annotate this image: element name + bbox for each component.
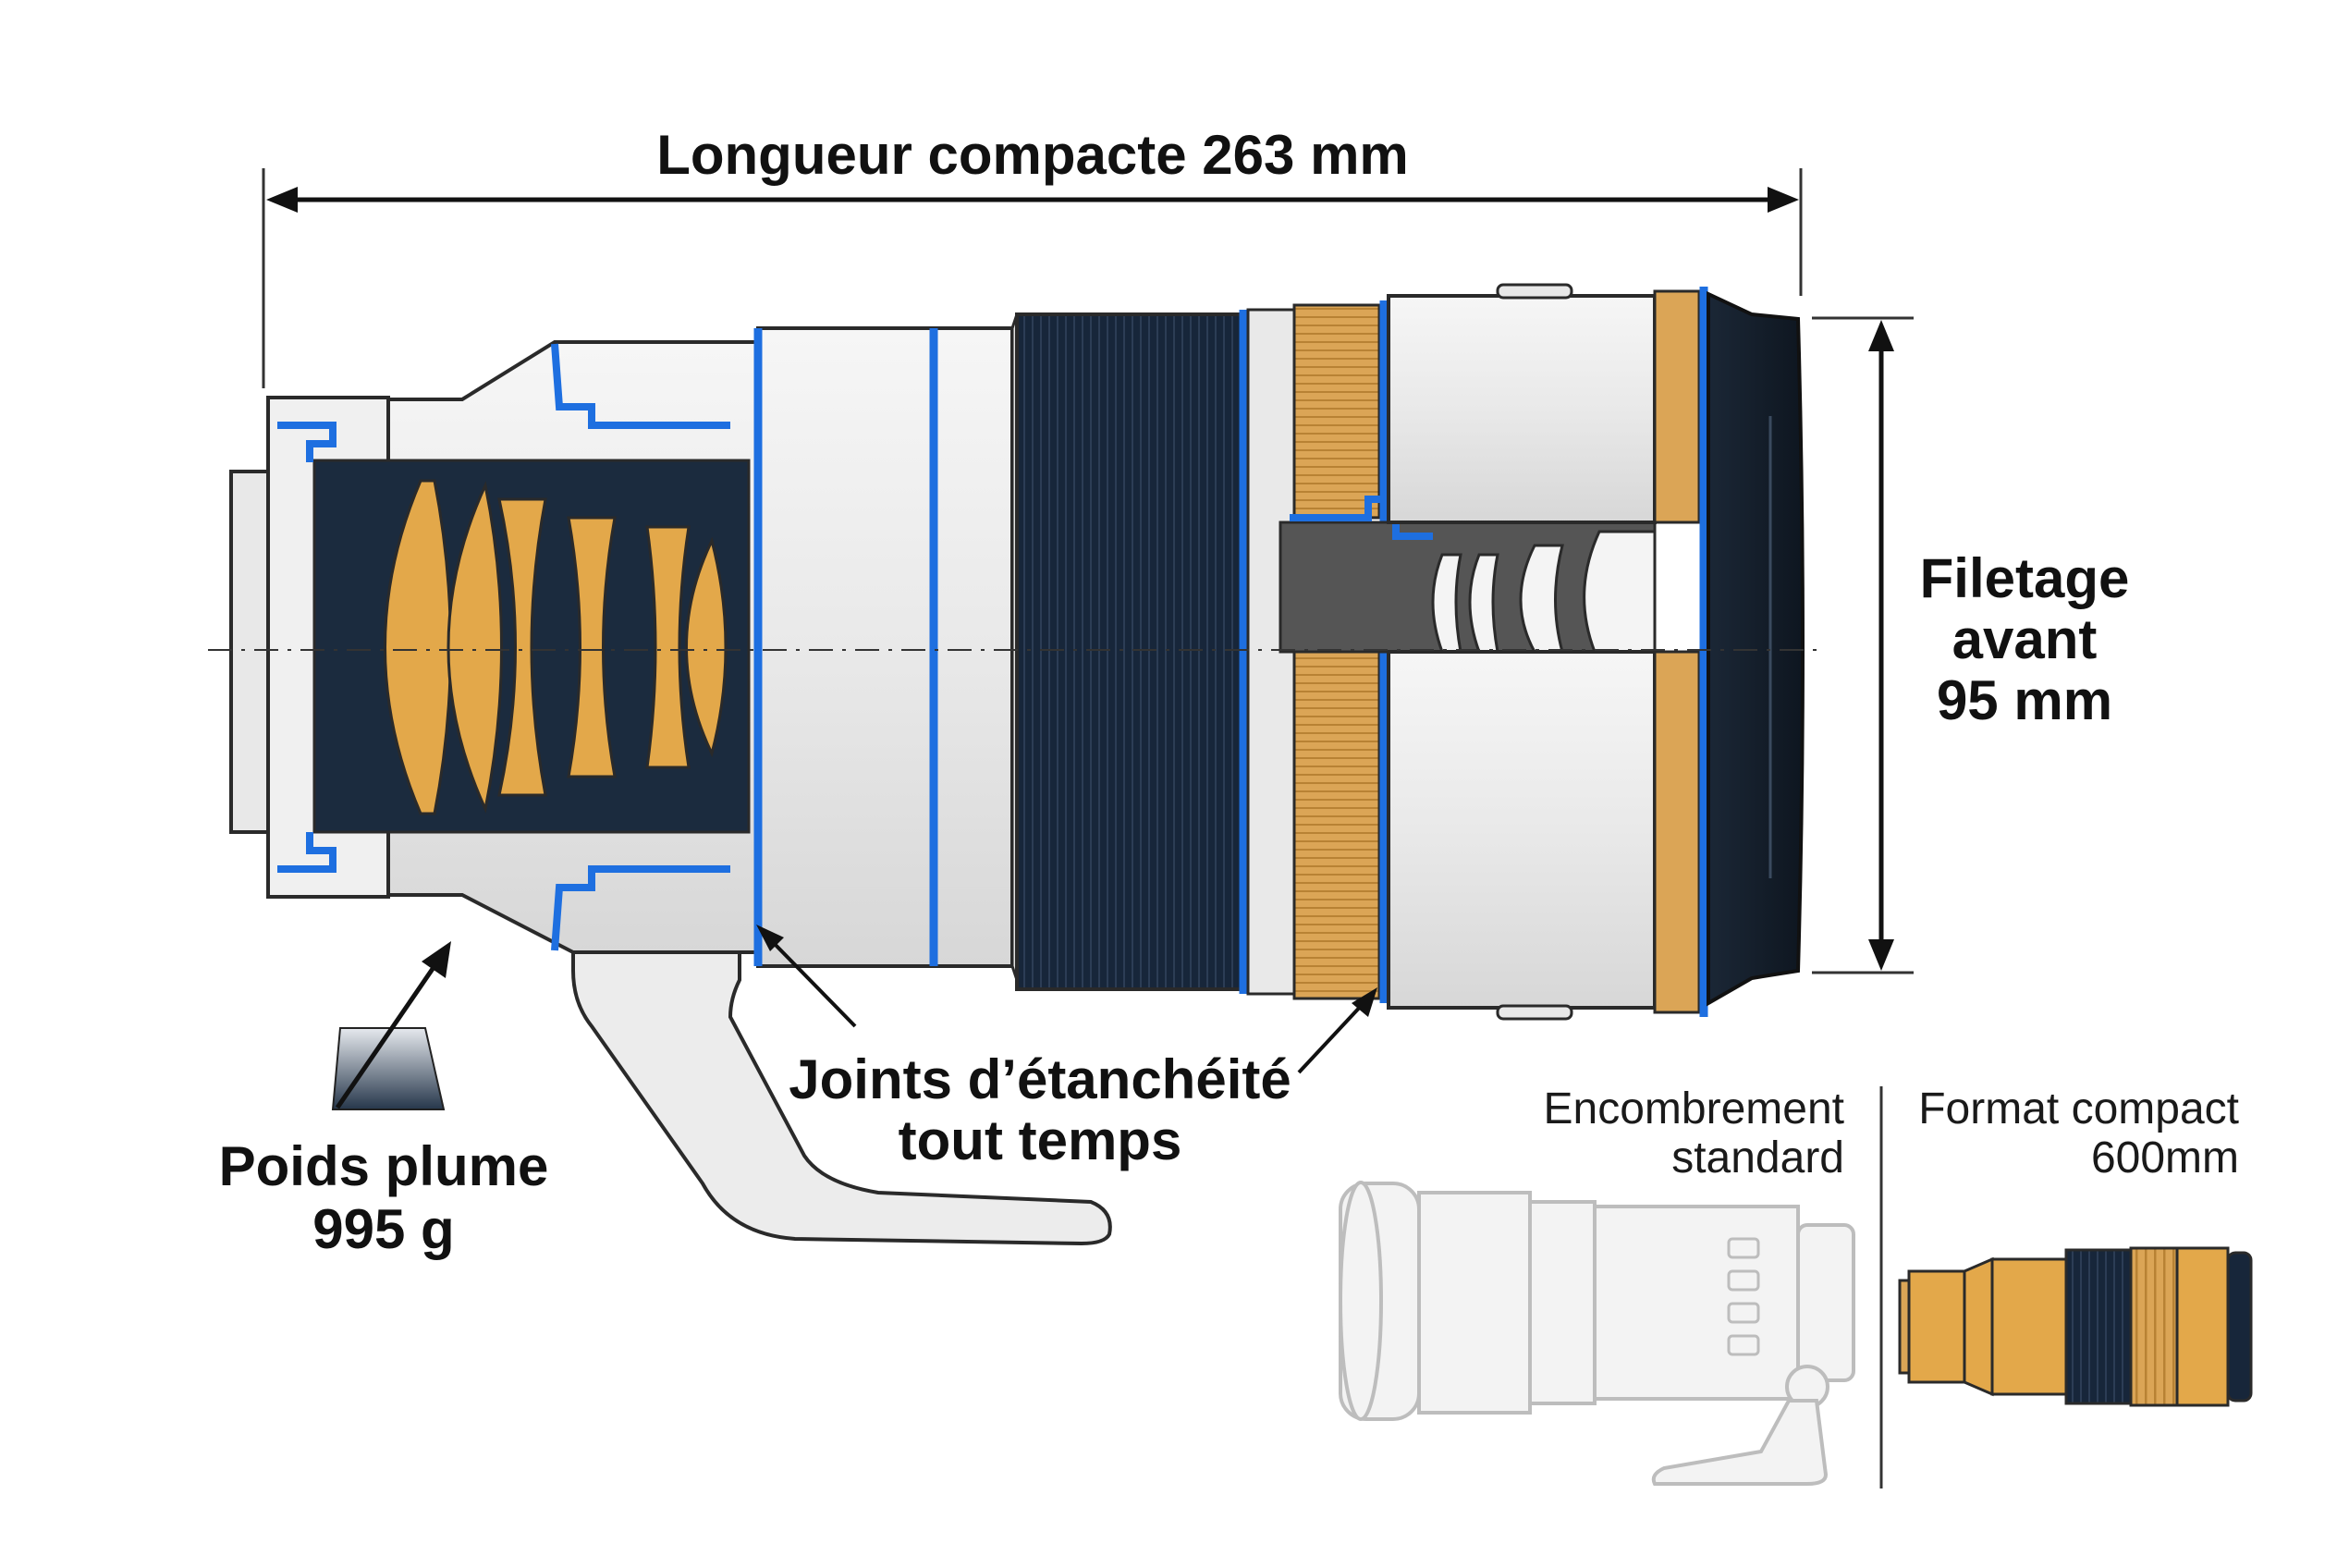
ghost-switch-1 bbox=[1727, 1237, 1760, 1259]
ghost-tripod-foot bbox=[1651, 1399, 1829, 1486]
compact-zoom-ring bbox=[2064, 1248, 2133, 1405]
seals-label-line1: Joints d’étanchéité bbox=[789, 1048, 1291, 1110]
length-dimension: Longueur compacte 263 mm bbox=[262, 124, 1803, 388]
focus-ring-upper bbox=[1292, 303, 1381, 520]
standard-lens-ghost bbox=[1339, 1181, 1855, 1486]
ghost-mid bbox=[1593, 1205, 1800, 1401]
front-barrel-lower bbox=[1387, 650, 1657, 1010]
seal-mid-lower bbox=[551, 865, 730, 951]
lens-hood bbox=[1707, 290, 1805, 1007]
ghost-front bbox=[1417, 1191, 1532, 1415]
lens-element-5 bbox=[645, 525, 691, 769]
front-gold-ring-lower bbox=[1653, 650, 1701, 1014]
seals-pointer-left-head bbox=[756, 925, 784, 951]
compact-rear bbox=[1907, 1269, 1966, 1384]
weight-icon bbox=[331, 1027, 446, 1110]
length-label: Longueur compacte 263 mm bbox=[656, 124, 1409, 186]
ghost-ring bbox=[1528, 1200, 1597, 1405]
seals-pointer-right bbox=[1297, 1001, 1365, 1074]
size-comparison: Encombrement standard Format compact 600… bbox=[1339, 1084, 2253, 1488]
compact-lens bbox=[1898, 1246, 2253, 1407]
ghost-switch-4 bbox=[1727, 1334, 1760, 1356]
seal-mid-upper bbox=[551, 343, 730, 429]
front-gold-ring-upper bbox=[1653, 289, 1701, 524]
compact-front bbox=[2175, 1246, 2230, 1407]
filter-label-line1: Filetage bbox=[1920, 547, 2130, 609]
focus-ring-lower bbox=[1292, 650, 1381, 1000]
compact-focus-ring bbox=[2129, 1246, 2179, 1407]
switch-bump-bottom bbox=[1496, 1004, 1573, 1021]
ghost-hood-rim bbox=[1339, 1181, 1383, 1421]
weight-label-line2: 995 g bbox=[312, 1198, 454, 1260]
seals-pointer-left bbox=[767, 937, 857, 1028]
lens-element-6 bbox=[685, 536, 728, 758]
ghost-switch-3 bbox=[1727, 1302, 1760, 1324]
front-barrel-upper bbox=[1387, 294, 1657, 524]
seal-front-inner bbox=[1290, 496, 1433, 540]
length-arrowhead-left bbox=[266, 187, 298, 213]
seals-label-line2: tout temps bbox=[899, 1109, 1182, 1171]
compact-hood bbox=[2226, 1251, 2253, 1403]
weight-label-line1: Poids plume bbox=[219, 1135, 549, 1197]
switch-bump-top bbox=[1496, 283, 1573, 300]
main-barrel bbox=[756, 326, 1014, 968]
compact-label-line2: 600mm bbox=[2091, 1133, 2239, 1182]
lens-element-7 bbox=[1431, 553, 1462, 654]
seal-rear-upper bbox=[277, 422, 336, 462]
compact-taper bbox=[1963, 1256, 1994, 1397]
tripod-foot bbox=[571, 876, 1112, 1246]
lens-cutaway bbox=[208, 283, 1826, 1246]
seal-rear-lower bbox=[277, 832, 336, 873]
lens-element-2 bbox=[447, 481, 503, 814]
weight-callout: Poids plume 995 g bbox=[219, 941, 549, 1260]
zoom-ring bbox=[1015, 312, 1245, 991]
length-arrowhead-right bbox=[1768, 187, 1799, 213]
weight-pointer-head bbox=[422, 941, 451, 978]
ghost-switch-2 bbox=[1727, 1269, 1760, 1292]
compact-label-line1: Format compact bbox=[1918, 1084, 2239, 1133]
lens-element-10 bbox=[1583, 530, 1657, 654]
weight-pointer bbox=[335, 962, 439, 1109]
seals-pointer-right-head bbox=[1352, 987, 1377, 1017]
ghost-switches bbox=[1727, 1237, 1760, 1356]
standard-label-line1: Encombrement bbox=[1544, 1084, 1844, 1133]
filter-label-line2: avant bbox=[1952, 608, 2098, 670]
filter-arrowhead-bottom bbox=[1868, 939, 1894, 971]
lens-element-8 bbox=[1468, 553, 1499, 654]
filter-dimension: Filetage avant 95 mm bbox=[1812, 316, 2130, 974]
lens-element-9 bbox=[1519, 544, 1564, 654]
lens-element-3 bbox=[497, 497, 547, 797]
compact-barrel bbox=[1990, 1257, 2068, 1396]
lens-element-1 bbox=[384, 479, 452, 815]
standard-label-line2: standard bbox=[1671, 1133, 1844, 1182]
filter-label-line3: 95 mm bbox=[1937, 669, 2112, 731]
ghost-rear bbox=[1796, 1223, 1855, 1382]
filter-arrowhead-top bbox=[1868, 320, 1894, 351]
lens-element-4 bbox=[567, 516, 617, 778]
